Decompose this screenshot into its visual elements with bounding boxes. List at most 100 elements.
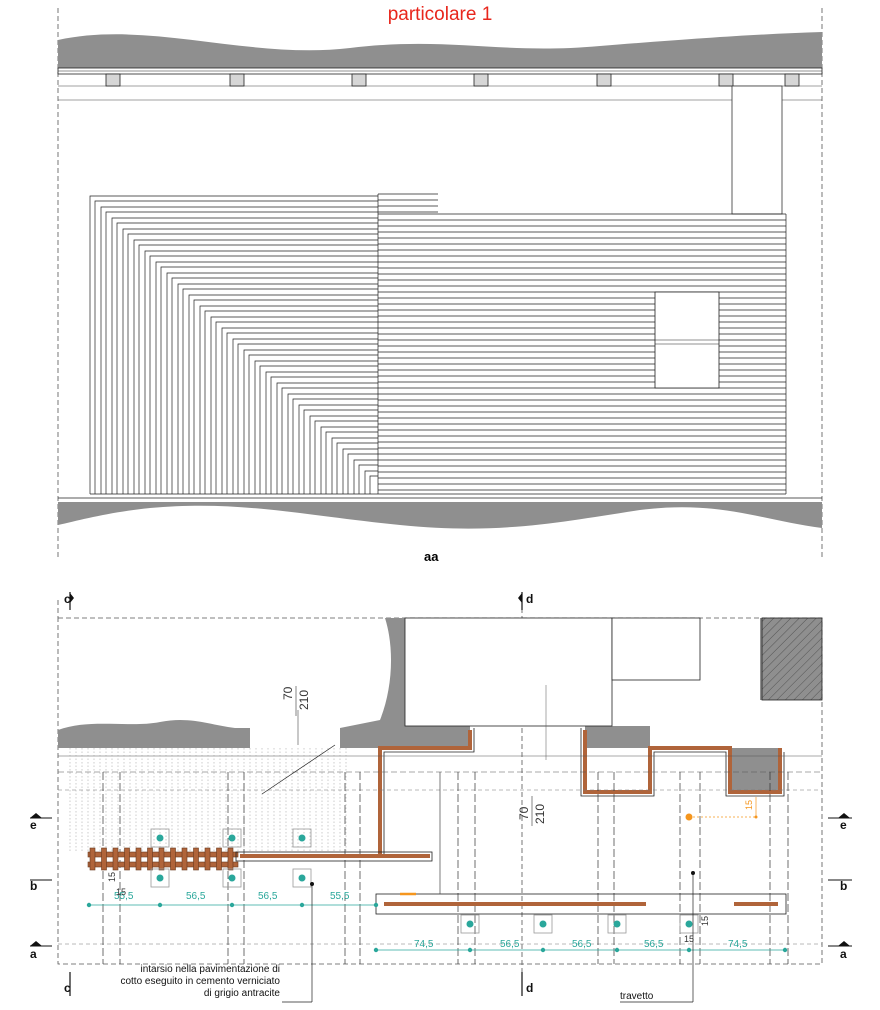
slat [281,387,378,494]
slat [254,360,378,494]
floor-slab [58,502,822,529]
slat [270,376,378,494]
dim-small-3: 15 [700,916,710,926]
svg-text:d: d [526,592,533,606]
lattice-bar [181,847,188,871]
lattice-bar [158,847,165,871]
slat [182,288,378,494]
floor-plan [57,600,823,1003]
slat [336,442,378,494]
wood-edging [378,730,782,856]
slat [353,459,378,494]
section-markers: c d c d e e b [30,592,852,996]
slat [122,228,378,494]
anchor [222,868,242,888]
slat [177,283,378,494]
anchor [607,914,627,934]
door-mid-height: 210 [533,804,547,824]
dim-lower-4: 56,5 [644,939,664,950]
slat [248,354,378,494]
slat [105,211,378,494]
anchor [150,868,170,888]
slat [358,464,378,494]
lattice-bar [101,847,107,871]
dim-upper-1: 55,5 [114,891,134,902]
slat [111,217,378,494]
slat [210,316,378,494]
wood-lattice [87,847,239,871]
slat [215,321,378,494]
dim-small-5: 15 [744,800,754,810]
svg-text:d: d [526,981,533,995]
section-aa-elevation [57,8,823,560]
section-label: aa [424,549,439,564]
svg-text:c: c [64,981,71,995]
lattice-bar [216,847,222,871]
slat [199,305,378,494]
note-line-3: di grigio antracite [203,988,280,999]
marker-e-left: e [30,813,52,832]
slat [188,294,378,494]
slat [309,415,378,494]
dimension-labels: 55,5 56,5 56,5 55,5 74,5 56,5 56,5 56,5 … [114,891,748,950]
dim-upper-4: 55,5 [330,891,350,902]
slat [221,327,378,494]
slat [237,343,378,494]
slat [276,382,378,494]
marker-d-top: d [518,592,533,610]
anchor [679,914,699,934]
marker-c-top: c [64,592,74,610]
slat [314,420,378,494]
slat [171,277,378,494]
lattice-bar [204,847,211,871]
slat [364,470,378,494]
svg-text:b: b [30,879,37,893]
svg-text:a: a [840,947,847,961]
material-note: intarsio nella pavimentazione di cotto e… [90,964,280,1000]
slat [259,365,378,494]
slat [232,338,378,494]
slat [138,244,378,494]
marker-e-right: e [828,813,852,832]
dim-lower-2: 56,5 [500,939,520,950]
slat [320,426,378,494]
dim-small-2: 15 [107,872,117,882]
slat [127,233,378,494]
ceiling-slab [58,32,822,68]
slat [226,332,378,494]
slat [144,250,378,494]
anchor [292,868,312,888]
lattice-bar [147,847,153,871]
marker-a-right: a [828,941,852,961]
lattice-bar [170,847,176,871]
anchor [533,914,553,934]
slat [116,222,378,494]
slat-block-left [89,193,786,495]
dim-lower-1: 74,5 [414,939,434,950]
slat [204,310,378,494]
slat [89,195,378,494]
marker-a-left: a [30,941,52,961]
svg-text:e: e [30,818,37,832]
wall-left [58,719,250,748]
slat [166,272,378,494]
slat [287,393,378,494]
marker-b-right: b [828,879,852,893]
slat [342,448,378,494]
slat [298,404,378,494]
anchor [460,914,480,934]
slat [149,255,378,494]
slat [265,371,378,494]
slat [160,266,378,494]
slat [94,200,378,494]
slat [292,398,378,494]
slat [347,453,378,494]
marker-c-bottom: c [64,972,71,996]
marker-b-left: b [30,879,52,893]
door-left-height: 210 [297,690,311,710]
slat [193,299,378,494]
slat [331,437,378,494]
dim-small-4: 15 [684,934,694,944]
marker-d-bottom: d [521,972,533,996]
